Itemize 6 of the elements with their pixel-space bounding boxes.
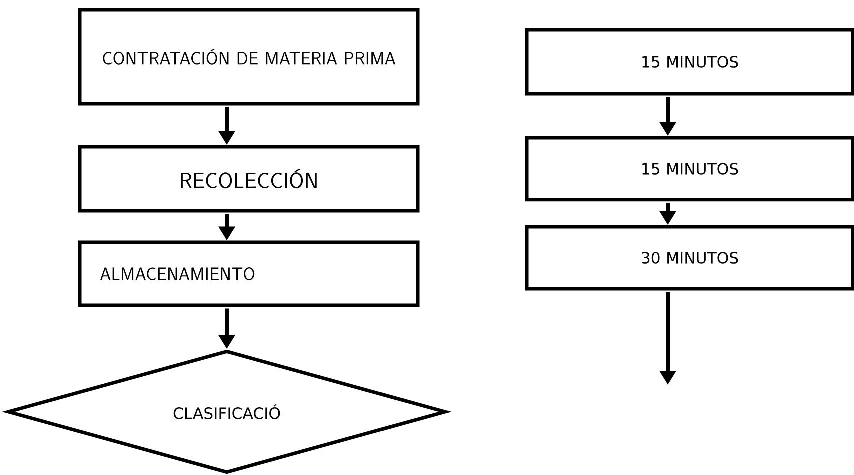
process-box: ALMACENAMIENTO <box>78 240 420 308</box>
process-box: RECOLECCIÓN <box>78 145 420 213</box>
process-box: 15 MINUTOS <box>525 28 854 96</box>
process-box: 15 MINUTOS <box>525 136 854 202</box>
process-box: 30 MINUTOS <box>525 225 854 291</box>
process-box: CONTRATACIÓN DE MATERIA PRIMA <box>78 8 420 106</box>
